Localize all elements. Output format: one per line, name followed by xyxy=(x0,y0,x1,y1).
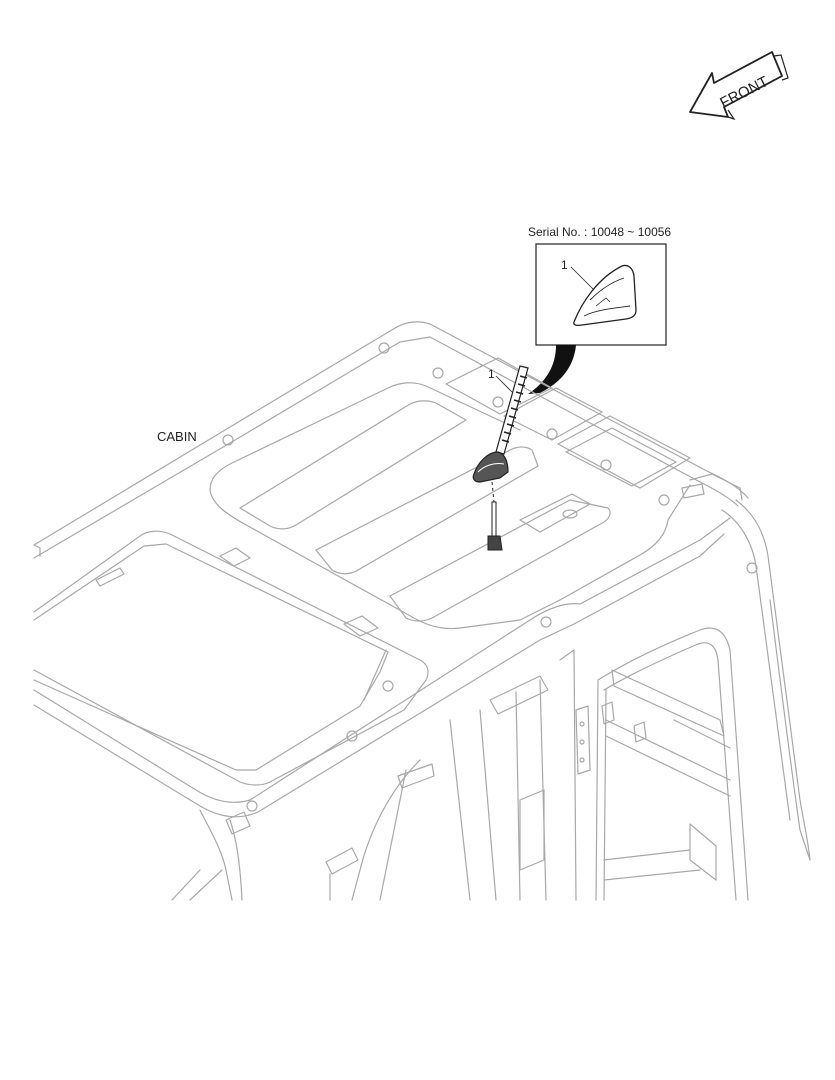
main-callout-number: 1 xyxy=(488,367,495,381)
inset-pointer-arrow xyxy=(528,345,576,394)
rod-antenna-icon xyxy=(472,365,529,551)
inset-callout-number: 1 xyxy=(561,258,568,272)
cabin-label: CABIN xyxy=(157,429,197,444)
front-arrow: FRONT xyxy=(689,51,789,121)
cabin-drawing xyxy=(33,321,811,901)
inset-detail-box: 1 xyxy=(535,243,667,346)
serial-number-label: Serial No. : 10048 ~ 10056 xyxy=(528,225,671,239)
shark-fin-antenna-icon xyxy=(573,264,637,327)
main-callout-leader xyxy=(495,375,513,393)
